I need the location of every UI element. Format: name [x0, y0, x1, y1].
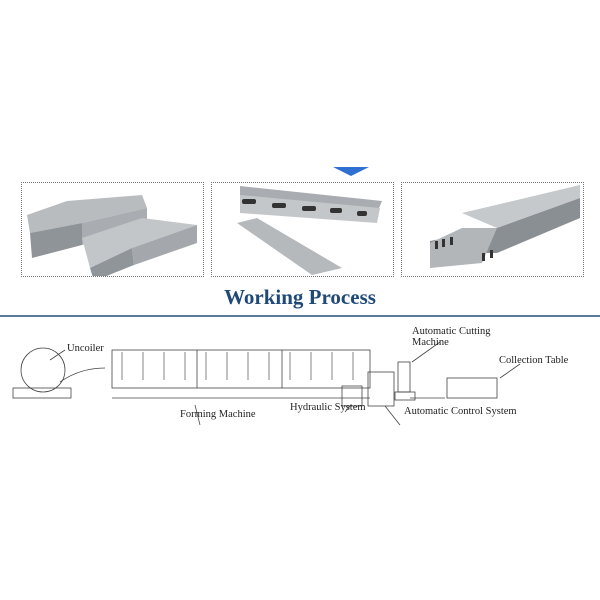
- label-hydraulic-system: Hydraulic System: [290, 402, 366, 413]
- down-arrow-icon: [333, 167, 369, 176]
- product-photo-perforated-cable-tray: [401, 182, 584, 277]
- label-collection-table: Collection Table: [499, 355, 569, 366]
- product-photo-cable-tray-with-cover: [21, 182, 204, 281]
- label-cutting-1: Automatic Cutting: [412, 326, 491, 337]
- label-cutting-2: Machine: [412, 337, 449, 348]
- divider: [0, 315, 600, 317]
- section-title: Working Process: [224, 285, 376, 309]
- product-photo-slotted-strut-channel: [211, 182, 394, 277]
- label-uncoiler: Uncoiler: [67, 343, 104, 354]
- production-line-diagram: [12, 341, 521, 426]
- label-forming-machine: Forming Machine: [180, 409, 256, 420]
- label-control-system: Automatic Control System: [404, 406, 517, 417]
